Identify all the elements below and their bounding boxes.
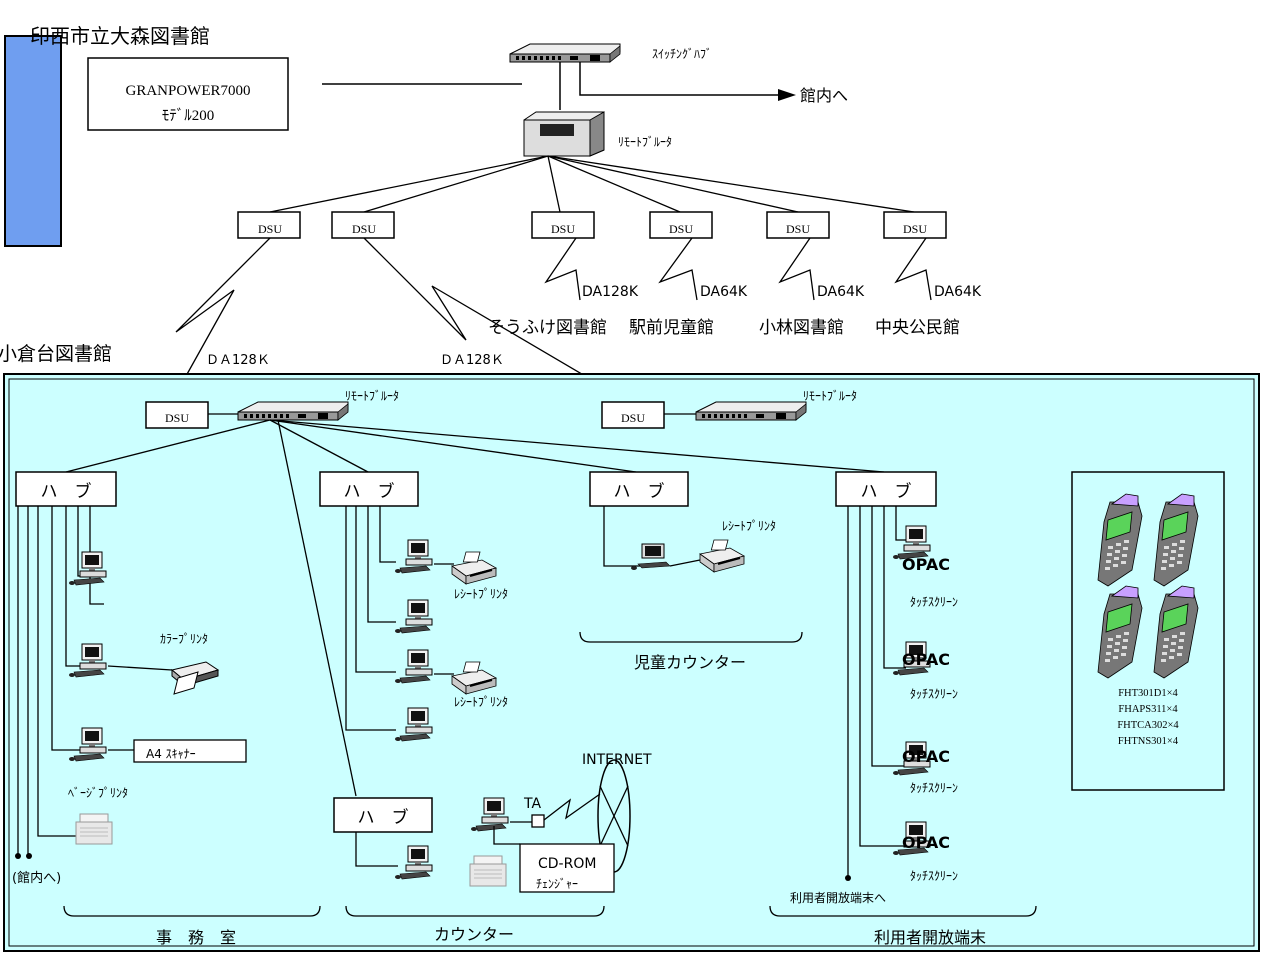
dsu-label: DSU [786, 222, 810, 236]
hub-label: ハ ブ [41, 481, 92, 502]
zone-label-public-terminals: 利用者開放端末 [874, 928, 986, 947]
server-model-sub: ﾓﾃﾞﾙ200 [162, 107, 215, 124]
ta-label: TA [523, 796, 541, 812]
ta-box [531, 814, 545, 828]
arrow-icon [778, 89, 796, 101]
remote-router-icon [695, 401, 807, 421]
handheld-model: FHTNS301×4 [1118, 736, 1179, 747]
dsu-label: DSU [621, 411, 645, 425]
color-printer-icon [170, 661, 220, 695]
remote-router-icon [523, 111, 605, 157]
remote-router-label: ﾘﾓｰﾄﾌﾞﾙｰﾀ [803, 389, 857, 403]
line-speed: DA128K [582, 284, 639, 300]
server-model: GRANPOWER7000 [125, 83, 250, 99]
left-site-bar [4, 35, 62, 247]
dsu-box [145, 401, 209, 429]
page-printer-label: ﾍﾞｰｼﾞﾌﾟﾘﾝﾀ [68, 786, 128, 800]
hub-label: ハ ブ [358, 807, 409, 828]
hub-label: ハ ブ [344, 481, 395, 502]
hub-label: ハ ブ [614, 481, 665, 502]
receipt-printer-label: ﾚｼｰﾄﾌﾟﾘﾝﾀ [454, 587, 508, 601]
link-speed: ＤＡ128Ｋ [440, 353, 504, 368]
handheld-box [1071, 471, 1225, 791]
dsu-label: DSU [669, 222, 693, 236]
server-box [87, 57, 289, 131]
handheld-model: FHTCA302×4 [1117, 720, 1179, 731]
touch-screen-label: ﾀｯﾁｽｸﾘｰﾝ [910, 595, 958, 609]
remote-router-label: ﾘﾓｰﾄﾌﾞﾙｰﾀ [345, 389, 399, 403]
dsu-box [531, 211, 595, 239]
remote-router-label: ﾘﾓｰﾄﾌﾞﾙｰﾀ [618, 135, 672, 149]
branch-name: そうふけ図書館 [488, 318, 607, 338]
hub-box [319, 471, 419, 507]
branch-name: 小林図書館 [759, 318, 844, 338]
hub-box [835, 471, 937, 507]
line-speed: DA64K [817, 284, 865, 300]
branch-library-name: 小倉台図書館 [0, 343, 112, 365]
zone-label-children-counter: 児童カウンター [634, 653, 746, 672]
receipt-printer-label: ﾚｼｰﾄﾌﾟﾘﾝﾀ [722, 519, 776, 533]
dsu-box [601, 401, 665, 429]
opac-label: OPAC [902, 747, 950, 766]
hub-box [589, 471, 689, 507]
dsu-box [766, 211, 830, 239]
main-library-name: 印西市立大森図書館 [30, 24, 210, 48]
dsu-label: DSU [903, 222, 927, 236]
hub-box [333, 797, 433, 833]
cdrom-label-sub: ﾁｪﾝｼﾞｬｰ [536, 877, 578, 891]
dsu-box [237, 211, 301, 239]
cdrom-box [519, 843, 615, 893]
hub-label: ハ ブ [861, 481, 912, 502]
scanner-label: A4 ｽｷｬﾅｰ [146, 747, 196, 761]
dsu-label: DSU [352, 222, 376, 236]
touch-screen-label: ﾀｯﾁｽｸﾘｰﾝ [910, 687, 958, 701]
switching-hub-icon [509, 43, 621, 63]
opac-label: OPAC [902, 555, 950, 574]
remote-router-icon [237, 401, 349, 421]
opac-label: OPAC [902, 833, 950, 852]
switching-hub-label: ｽｲｯﾁﾝｸﾞﾊﾌﾞ [652, 47, 712, 61]
to-building-label: 館内へ [800, 86, 848, 105]
zone-label-counter: カウンター [434, 925, 514, 944]
cdrom-label: CD-ROM [538, 856, 596, 872]
page-printer-icon [75, 813, 113, 845]
dsu-label: DSU [551, 222, 575, 236]
branch-name: 中央公民館 [875, 318, 960, 338]
handheld-model: FHT301D1×4 [1118, 688, 1178, 699]
dsu-box [649, 211, 713, 239]
color-printer-label: ｶﾗｰﾌﾟﾘﾝﾀ [160, 632, 208, 646]
branch-name: 駅前児童館 [629, 318, 714, 338]
dsu-box [331, 211, 395, 239]
server-tower-icon [469, 855, 507, 887]
opac-label: OPAC [902, 650, 950, 669]
link-speed: ＤＡ128Ｋ [206, 353, 270, 368]
dsu-label: DSU [165, 411, 189, 425]
hub-box [15, 471, 117, 507]
touch-screen-label: ﾀｯﾁｽｸﾘｰﾝ [910, 781, 958, 795]
dsu-label: DSU [258, 222, 282, 236]
receipt-printer-label: ﾚｼｰﾄﾌﾟﾘﾝﾀ [454, 695, 508, 709]
zone-label-office: 事 務 室 [156, 928, 236, 947]
internet-label: INTERNET [582, 752, 652, 768]
handheld-model: FHAPS311×4 [1118, 704, 1178, 715]
to-building-label: (館内へ) [12, 870, 61, 886]
touch-screen-label: ﾀｯﾁｽｸﾘｰﾝ [910, 869, 958, 883]
dsu-box [883, 211, 947, 239]
scanner-box [133, 739, 247, 763]
branch-panel [3, 373, 1260, 952]
public-terminal-to-label: 利用者開放端末へ [790, 890, 886, 905]
line-speed: DA64K [934, 284, 982, 300]
line-speed: DA64K [700, 284, 748, 300]
